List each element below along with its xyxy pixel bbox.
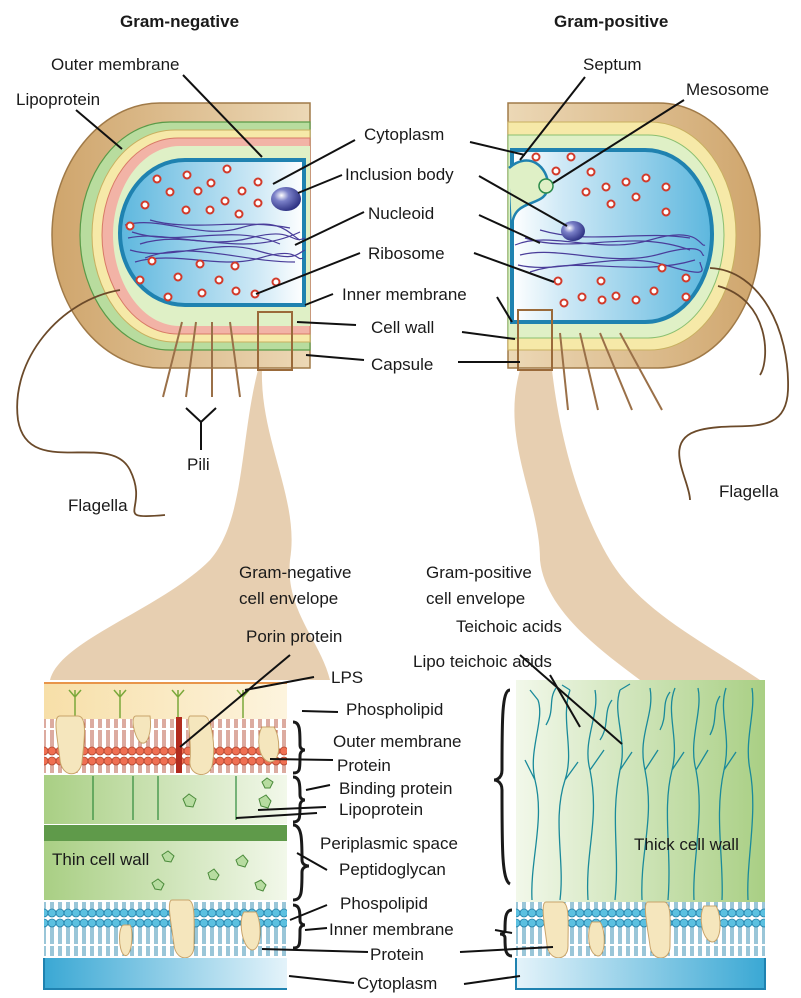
- cytoplasm-band-left: [44, 958, 287, 989]
- label-septum: Septum: [583, 55, 642, 74]
- mesosome-shape: [539, 179, 553, 193]
- label-pili: Pili: [187, 455, 210, 474]
- label-nucleoid: Nucleoid: [368, 204, 434, 223]
- label-inner-membrane-env: Inner membrane: [329, 920, 454, 939]
- peptidoglycan-layer: [44, 825, 287, 841]
- label-peptidoglycan: Peptidoglycan: [339, 860, 446, 879]
- label-teichoic-acids: Teichoic acids: [456, 617, 562, 636]
- braces: [293, 690, 512, 956]
- label-thin-cell-wall: Thin cell wall: [52, 850, 149, 869]
- label-thick-cell-wall: Thick cell wall: [634, 835, 739, 854]
- label-cytoplasm-env: Cytoplasm: [357, 974, 437, 993]
- label-phospolipid: Phospolipid: [340, 894, 428, 913]
- header-gram-negative: Gram-negative: [120, 12, 239, 31]
- label-periplasmic-space: Periplasmic space: [320, 834, 458, 853]
- outer-membrane-protein-3: [189, 716, 214, 775]
- gram-negative-envelope: [44, 683, 287, 989]
- label-flagella-right: Flagella: [719, 482, 779, 501]
- header-gram-positive: Gram-positive: [554, 12, 668, 31]
- label-lipoprotein: Lipoprotein: [16, 90, 100, 109]
- label-outer-membrane: Outer membrane: [51, 55, 180, 74]
- inclusion-body-left: [271, 187, 301, 211]
- label-inclusion-body: Inclusion body: [345, 165, 454, 184]
- label-protein-inner: Protein: [370, 945, 424, 964]
- label-flagella-left: Flagella: [68, 496, 128, 515]
- label-neg-envelope-line1: Gram-negative: [239, 563, 351, 582]
- label-neg-envelope-line2: cell envelope: [239, 589, 338, 608]
- label-inner-membrane: Inner membrane: [342, 285, 467, 304]
- thick-cell-wall-band: [516, 680, 765, 902]
- label-protein-outer: Protein: [337, 756, 391, 775]
- label-pos-envelope-line2: cell envelope: [426, 589, 525, 608]
- cytoplasm-band-right: [516, 958, 765, 989]
- label-cell-wall: Cell wall: [371, 318, 434, 337]
- label-ribosome: Ribosome: [368, 244, 445, 263]
- label-mesosome: Mesosome: [686, 80, 769, 99]
- label-lipoprotein-env: Lipoprotein: [339, 800, 423, 819]
- label-phospholipid: Phospholipid: [346, 700, 443, 719]
- label-lps: LPS: [331, 668, 363, 687]
- label-cytoplasm: Cytoplasm: [364, 125, 444, 144]
- label-binding-protein: Binding protein: [339, 779, 452, 798]
- label-pos-envelope-line1: Gram-positive: [426, 563, 532, 582]
- label-lipo-teichoic-acids: Lipo teichoic acids: [413, 652, 552, 671]
- label-outer-membrane-env: Outer membrane: [333, 732, 462, 751]
- label-capsule: Capsule: [371, 355, 433, 374]
- label-porin-protein: Porin protein: [246, 627, 342, 646]
